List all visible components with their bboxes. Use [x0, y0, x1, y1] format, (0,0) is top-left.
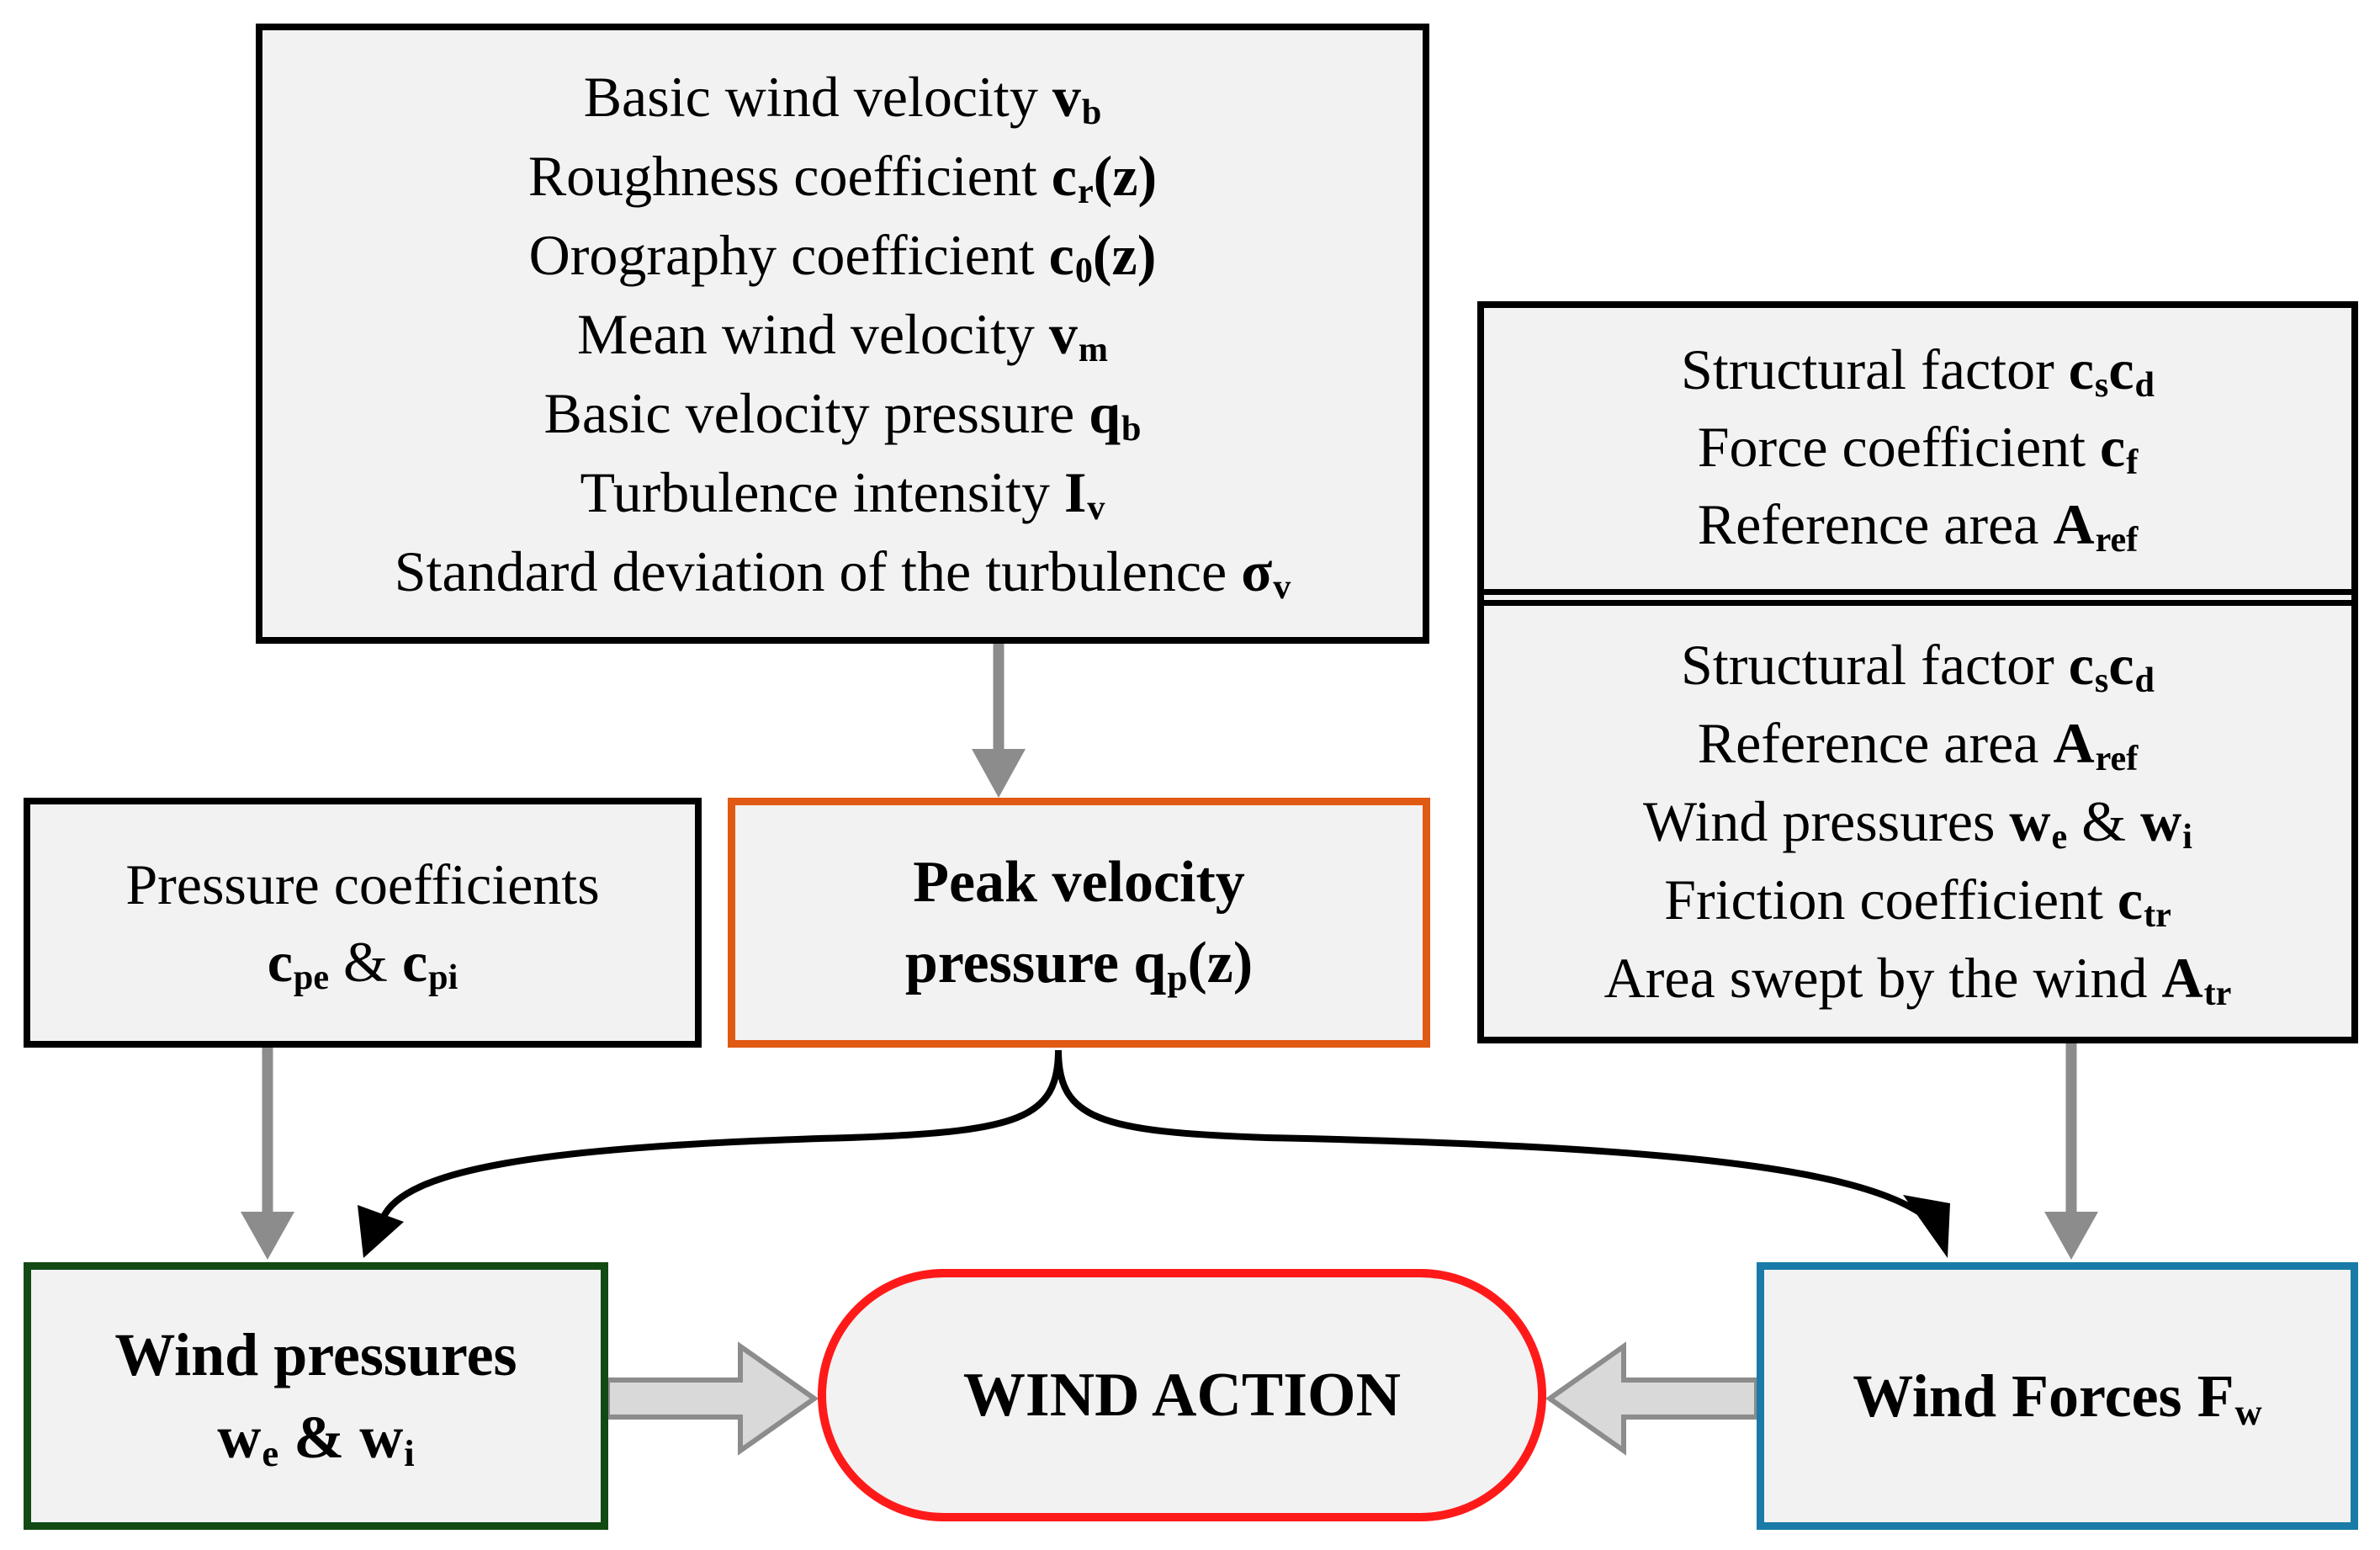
wind-forces-box: Wind Forces Fw	[1757, 1262, 2358, 1530]
input-line-orography-coefficient: Orography coefficient c0(z)	[528, 222, 1157, 290]
friction-line-structural-factor: Structural factor cscd	[1681, 633, 2155, 701]
input-line-turbulence-intensity: Turbulence intensity Iv	[580, 459, 1105, 528]
peak-velocity-pressure-box: Peak velocity pressure qp(z)	[728, 798, 1430, 1048]
force-inputs-bottom-section: Structural factor cscd Reference area Ar…	[1484, 606, 2351, 1037]
force-line-reference-area: Reference area Aref	[1697, 492, 2139, 560]
block-arrow-pressures-to-action	[605, 1341, 819, 1456]
force-inputs-divider	[1484, 589, 2351, 606]
input-line-basic-velocity-pressure: Basic velocity pressure qb	[543, 380, 1142, 449]
pressure-coefficients-box: Pressure coefficients cpe & cpi	[24, 798, 702, 1048]
block-arrow-forces-to-action	[1545, 1341, 1759, 1456]
arrow-inputs-to-peak	[972, 644, 1026, 798]
friction-line-wind-pressures: Wind pressures we & wi	[1643, 789, 2192, 857]
wind-action-terminal: WIND ACTION	[818, 1269, 1546, 1521]
force-inputs-top-section: Structural factor cscd Force coefficient…	[1484, 308, 2351, 586]
wind-velocity-inputs-box: Basic wind velocity vb Roughness coeffic…	[256, 24, 1429, 644]
wind-action-label: WIND ACTION	[962, 1361, 1402, 1430]
curve-peak-to-wind-pressures	[358, 1049, 1062, 1258]
arrow-force-inputs-to-wind-forces	[2044, 1043, 2098, 1260]
wind-pressures-title: Wind pressures	[114, 1321, 517, 1388]
friction-line-area-swept: Area swept by the wind Atr	[1603, 946, 2232, 1014]
force-line-structural-factor: Structural factor cscd	[1681, 337, 2155, 406]
peak-velocity-symbol-line: pressure qp(z)	[904, 930, 1254, 999]
input-line-standard-deviation: Standard deviation of the turbulence σv	[394, 539, 1291, 607]
curve-peak-to-wind-forces	[1055, 1049, 1950, 1258]
pressure-coefficients-title: Pressure coefficients	[125, 852, 600, 916]
input-line-mean-wind-velocity: Mean wind velocity vm	[577, 301, 1108, 369]
input-line-roughness-coefficient: Roughness coefficient cr(z)	[527, 143, 1158, 211]
force-line-force-coefficient: Force coefficient cf	[1697, 415, 2139, 483]
wind-pressures-symbols: we & wi	[217, 1404, 415, 1474]
pressure-coefficients-symbols: cpe & cpi	[267, 929, 459, 997]
wind-forces-label: Wind Forces Fw	[1853, 1362, 2262, 1433]
wind-pressures-box: Wind pressures we & wi	[24, 1262, 608, 1530]
force-inputs-box: Structural factor cscd Force coefficient…	[1477, 301, 2358, 1043]
input-line-basic-wind-velocity: Basic wind velocity vb	[583, 64, 1102, 132]
friction-line-reference-area: Reference area Aref	[1697, 711, 2139, 779]
peak-velocity-title: Peak velocity	[913, 849, 1245, 915]
arrow-pressure-coeff-to-wind-pressures	[241, 1048, 294, 1260]
friction-line-friction-coefficient: Friction coefficient ctr	[1664, 868, 2171, 936]
